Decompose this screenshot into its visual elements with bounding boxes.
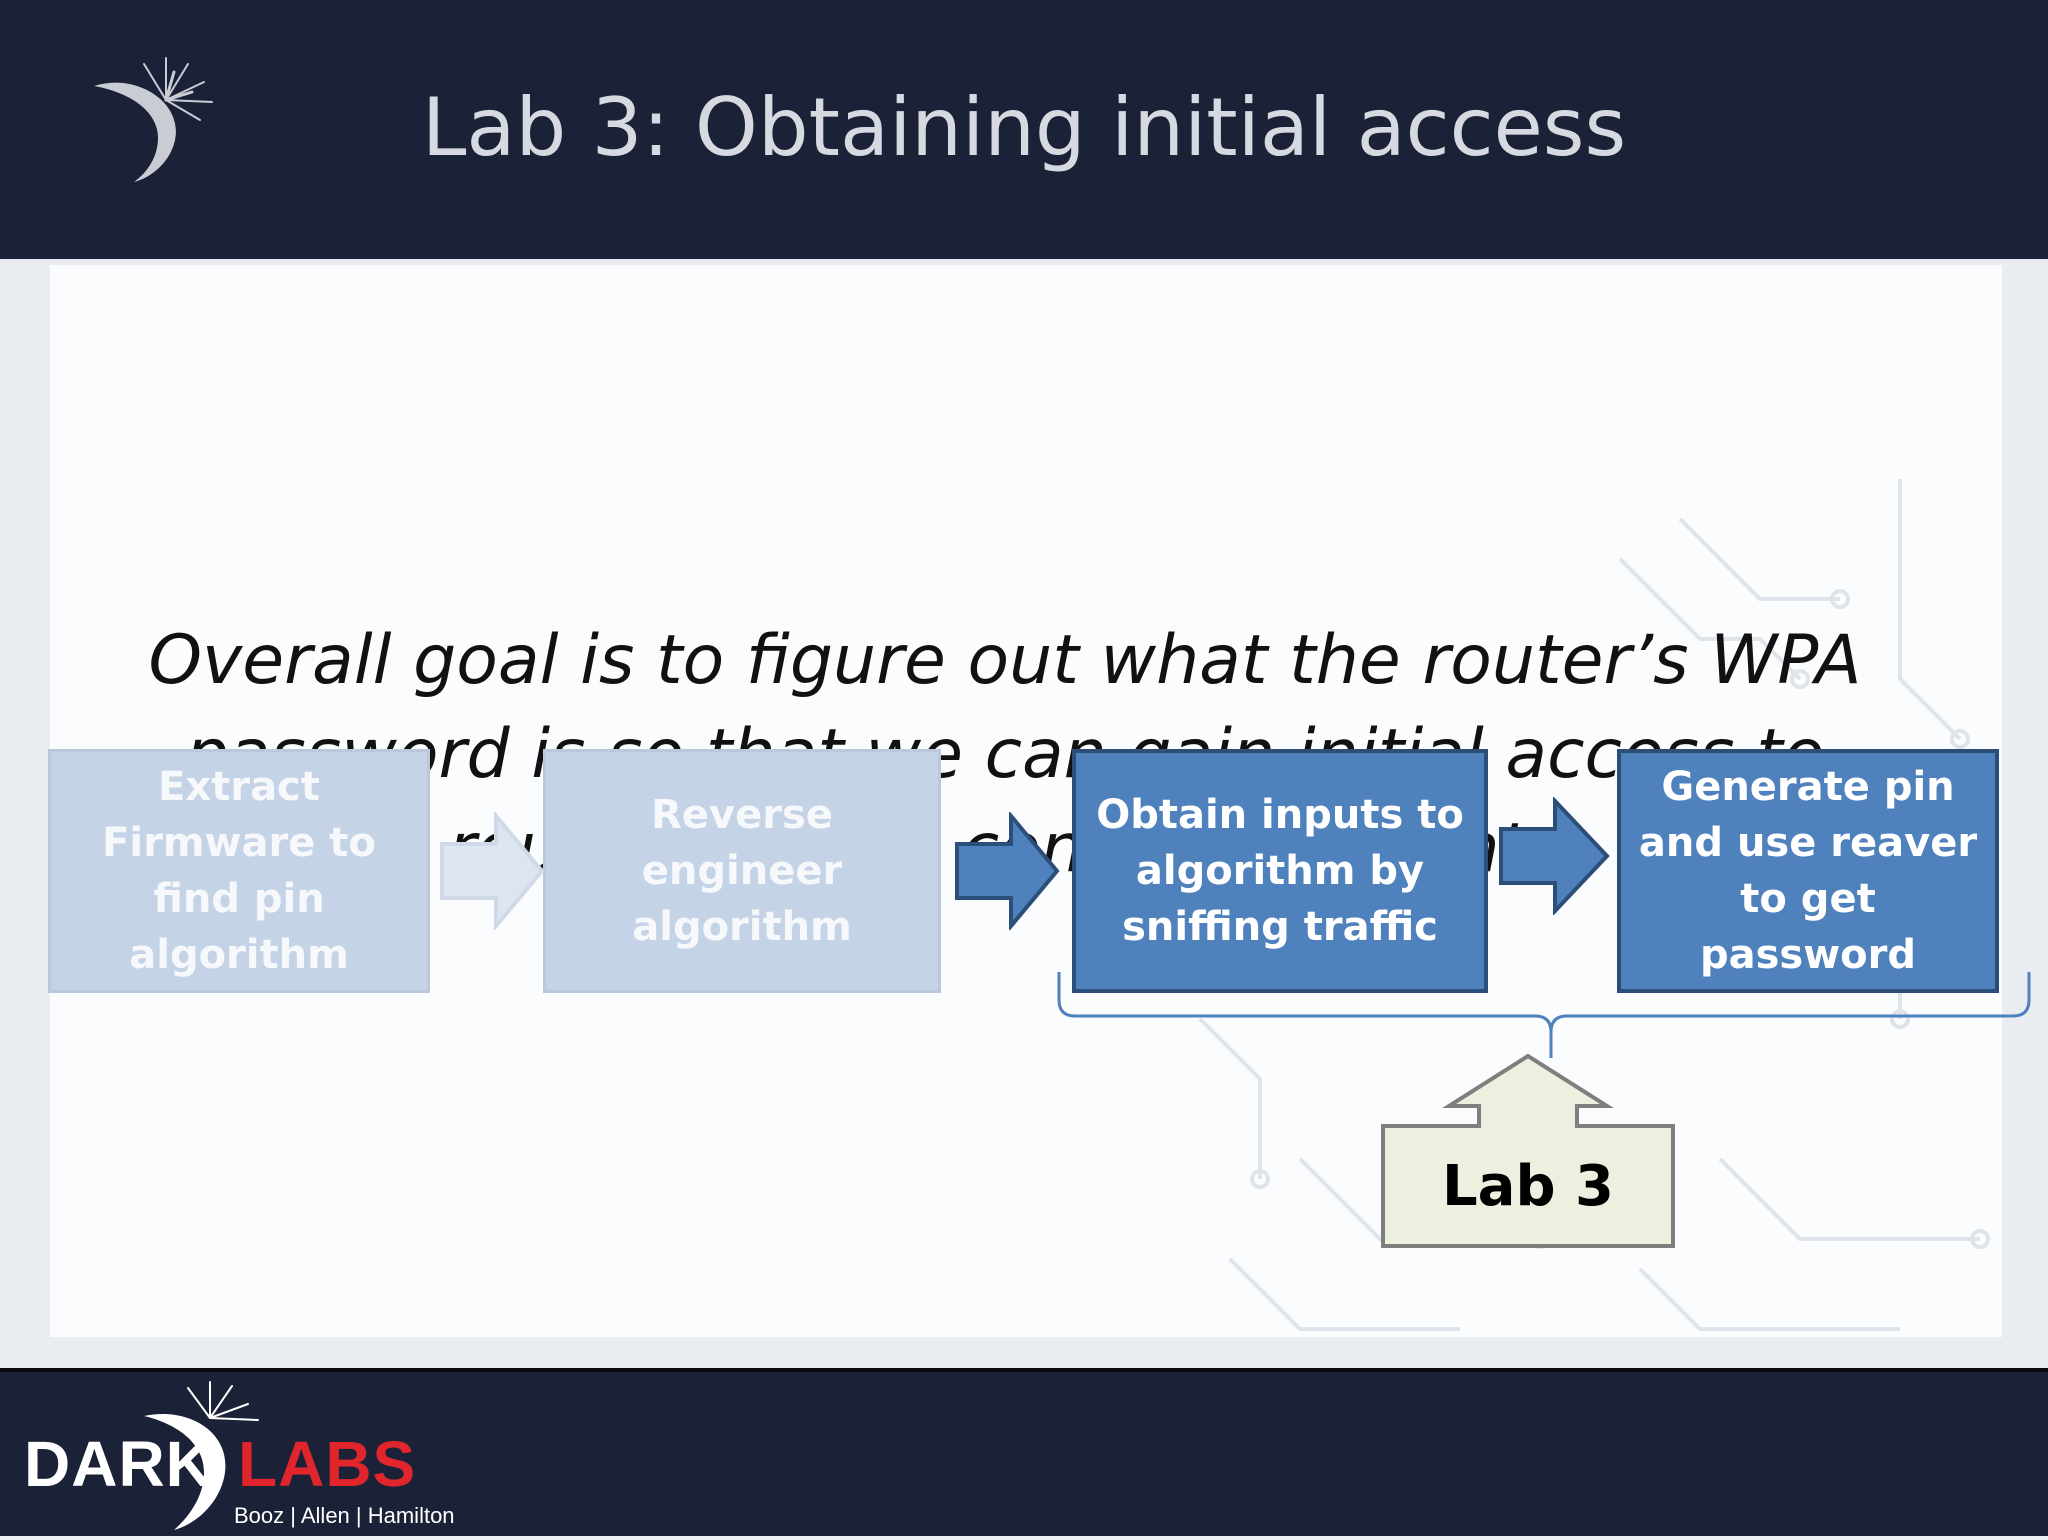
logo-swoosh-icon	[144, 1381, 259, 1530]
slide-header: Lab 3: Obtaining initial access	[0, 0, 2048, 259]
starburst-logo-icon	[94, 57, 213, 182]
step-generate-pin: Generate pin and use reaver to get passw…	[1617, 749, 1999, 993]
step-label: Obtain inputs to algorithm by sniffing t…	[1096, 792, 1464, 950]
slide-footer: DARK LABS Booz | Allen | Hamilton	[0, 1368, 2048, 1536]
right-arrow-icon	[955, 812, 1060, 930]
logo-company-text: Booz | Allen | Hamilton	[234, 1503, 455, 1528]
bracket-icon	[1057, 972, 2031, 1058]
step-label: Generate pin and use reaver to get passw…	[1638, 764, 1978, 978]
logo-labs-text: LABS	[238, 1428, 417, 1500]
step-reverse-engineer: Reverse engineer algorithm	[543, 749, 941, 993]
slide-title: Lab 3: Obtaining initial access	[421, 81, 1627, 174]
logo-dark-text: DARK	[24, 1428, 213, 1500]
right-arrow-icon	[440, 812, 545, 930]
lab3-callout-label: Lab 3	[1441, 1153, 1615, 1219]
right-arrow-icon	[1499, 797, 1610, 915]
step-label: Extract Firmware to find pin algorithm	[102, 764, 376, 978]
dark-labs-logo: DARK LABS Booz | Allen | Hamilton	[20, 1372, 500, 1540]
step-extract-firmware: Extract Firmware to find pin algorithm	[48, 749, 430, 993]
slide-content: Overall goal is to figure out what the r…	[0, 259, 2048, 1368]
step-label: Reverse engineer algorithm	[632, 792, 852, 950]
lab3-callout-graphic	[1057, 972, 2031, 1248]
step-obtain-inputs: Obtain inputs to algorithm by sniffing t…	[1072, 749, 1488, 993]
